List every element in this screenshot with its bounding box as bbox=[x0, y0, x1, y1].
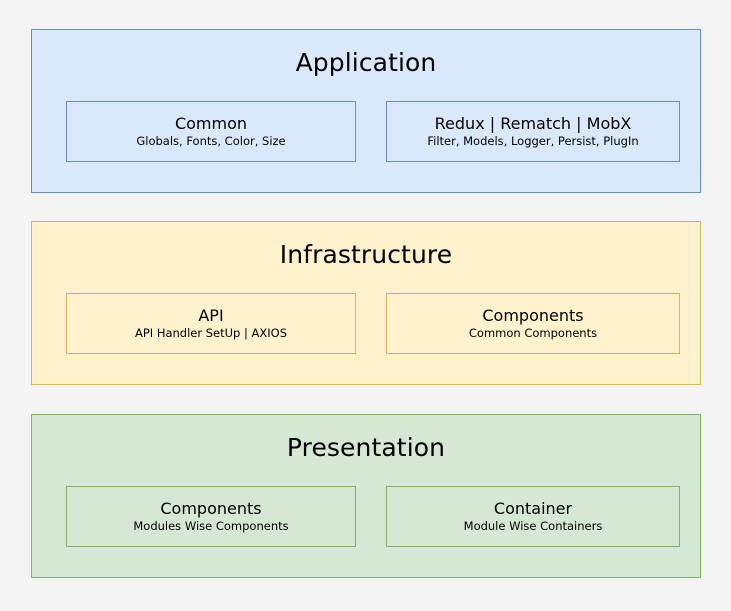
box-subtitle: API Handler SetUp | AXIOS bbox=[134, 326, 288, 340]
box-subtitle: Globals, Fonts, Color, Size bbox=[136, 134, 286, 148]
box-title: Components bbox=[482, 306, 584, 325]
layer-presentation-title: Presentation bbox=[286, 433, 446, 462]
layer-application[interactable]: Application Common Globals, Fonts, Color… bbox=[31, 29, 701, 193]
layer-infrastructure-title: Infrastructure bbox=[279, 240, 453, 269]
box-application-common[interactable]: Common Globals, Fonts, Color, Size bbox=[66, 101, 356, 162]
box-title: Container bbox=[493, 499, 573, 518]
box-subtitle: Common Components bbox=[468, 326, 598, 340]
layer-application-title: Application bbox=[295, 48, 437, 77]
box-presentation-container[interactable]: Container Module Wise Containers bbox=[386, 486, 680, 547]
layer-presentation[interactable]: Presentation Components Modules Wise Com… bbox=[31, 414, 701, 578]
layer-application-boxes: Common Globals, Fonts, Color, Size Redux… bbox=[66, 101, 680, 162]
layer-presentation-boxes: Components Modules Wise Components Conta… bbox=[66, 486, 680, 547]
box-subtitle: Filter, Models, Logger, Persist, PlugIn bbox=[427, 134, 639, 148]
box-presentation-components[interactable]: Components Modules Wise Components bbox=[66, 486, 356, 547]
box-title: Redux | Rematch | MobX bbox=[434, 114, 632, 133]
layer-infrastructure-boxes: API API Handler SetUp | AXIOS Components… bbox=[66, 293, 680, 354]
box-title: Common bbox=[174, 114, 248, 133]
box-subtitle: Modules Wise Components bbox=[133, 519, 289, 533]
box-application-state-management[interactable]: Redux | Rematch | MobX Filter, Models, L… bbox=[386, 101, 680, 162]
box-title: API bbox=[198, 306, 224, 325]
box-title: Components bbox=[160, 499, 262, 518]
layer-infrastructure[interactable]: Infrastructure API API Handler SetUp | A… bbox=[31, 221, 701, 385]
box-infrastructure-api[interactable]: API API Handler SetUp | AXIOS bbox=[66, 293, 356, 354]
box-subtitle: Module Wise Containers bbox=[463, 519, 603, 533]
box-infrastructure-components[interactable]: Components Common Components bbox=[386, 293, 680, 354]
